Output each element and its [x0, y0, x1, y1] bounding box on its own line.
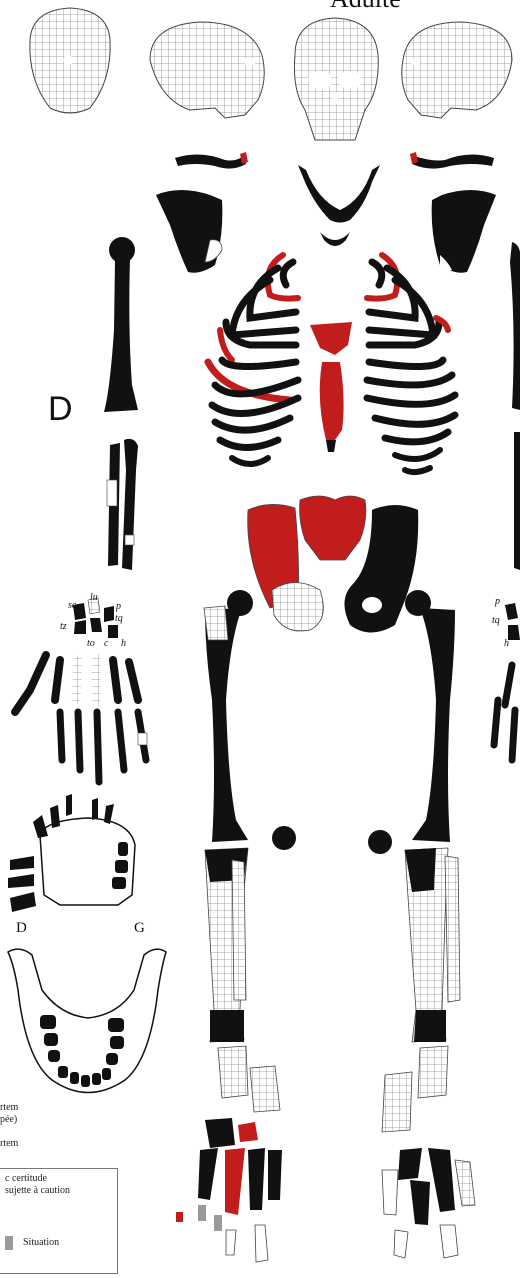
skull-right-lateral-view — [150, 22, 264, 118]
scapula-right — [156, 190, 222, 273]
carpal-label-tq-left: tq — [492, 615, 500, 626]
skull-top-view — [30, 8, 110, 113]
foot-right — [176, 1046, 282, 1262]
mandible-front — [298, 165, 380, 223]
mandible-dentition — [8, 949, 166, 1092]
clavicle-left — [410, 152, 494, 169]
skull-left-lateral-view — [402, 22, 512, 118]
ribs-left — [367, 255, 455, 472]
figure-title: Adulte — [330, 0, 401, 14]
carpal-label-c: c — [104, 638, 108, 649]
hand-right — [15, 598, 147, 782]
legend-line-2: sujette à caution — [5, 1185, 70, 1196]
tibia-fibula-right — [205, 848, 248, 1042]
femur-left — [405, 590, 455, 842]
carpal-label-tq: tq — [115, 613, 123, 624]
legend-swatch-grey — [5, 1236, 13, 1250]
carpal-label-h: h — [121, 638, 126, 649]
carpal-label-sc: sc — [68, 600, 76, 611]
carpal-label-lu: lu — [90, 592, 98, 603]
jaw-side-label-right: D — [16, 920, 27, 937]
carpal-label-to: to — [87, 638, 95, 649]
scapula-left — [432, 190, 496, 273]
sternum — [310, 322, 352, 452]
patella-left — [368, 830, 392, 854]
legend-box: c certitude sujette à caution Situation — [0, 1168, 118, 1274]
jaw-side-label-left: G — [134, 920, 145, 937]
ribs-right — [208, 255, 298, 464]
foot-left — [382, 1046, 475, 1258]
maxilla-dentition — [8, 794, 135, 912]
carpal-label-p-left: p — [495, 596, 500, 607]
hand-left-partial — [494, 603, 520, 778]
legend-fragment-1: rtem — [0, 1102, 18, 1113]
humerus-right — [104, 237, 138, 412]
carpal-label-p: p — [116, 601, 121, 612]
patella-right — [272, 826, 296, 850]
side-label-right: D — [48, 390, 73, 429]
legend-line-1: c certitude — [5, 1173, 47, 1184]
hyoid — [320, 232, 350, 246]
radius-ulna-right — [107, 439, 138, 570]
skull-front-view — [294, 18, 378, 140]
legend-fragment-3: rtem — [0, 1138, 18, 1149]
legend-fragment-2: pée) — [0, 1114, 17, 1125]
carpal-label-tz: tz — [60, 621, 67, 632]
sacrum — [300, 496, 366, 560]
carpal-label-h-left: h — [504, 638, 509, 649]
clavicle-right — [175, 152, 248, 169]
femur-right — [204, 590, 253, 842]
legend-line-3: Situation — [23, 1237, 59, 1248]
humerus-left-partial — [510, 242, 520, 570]
tibia-fibula-left — [405, 848, 460, 1042]
